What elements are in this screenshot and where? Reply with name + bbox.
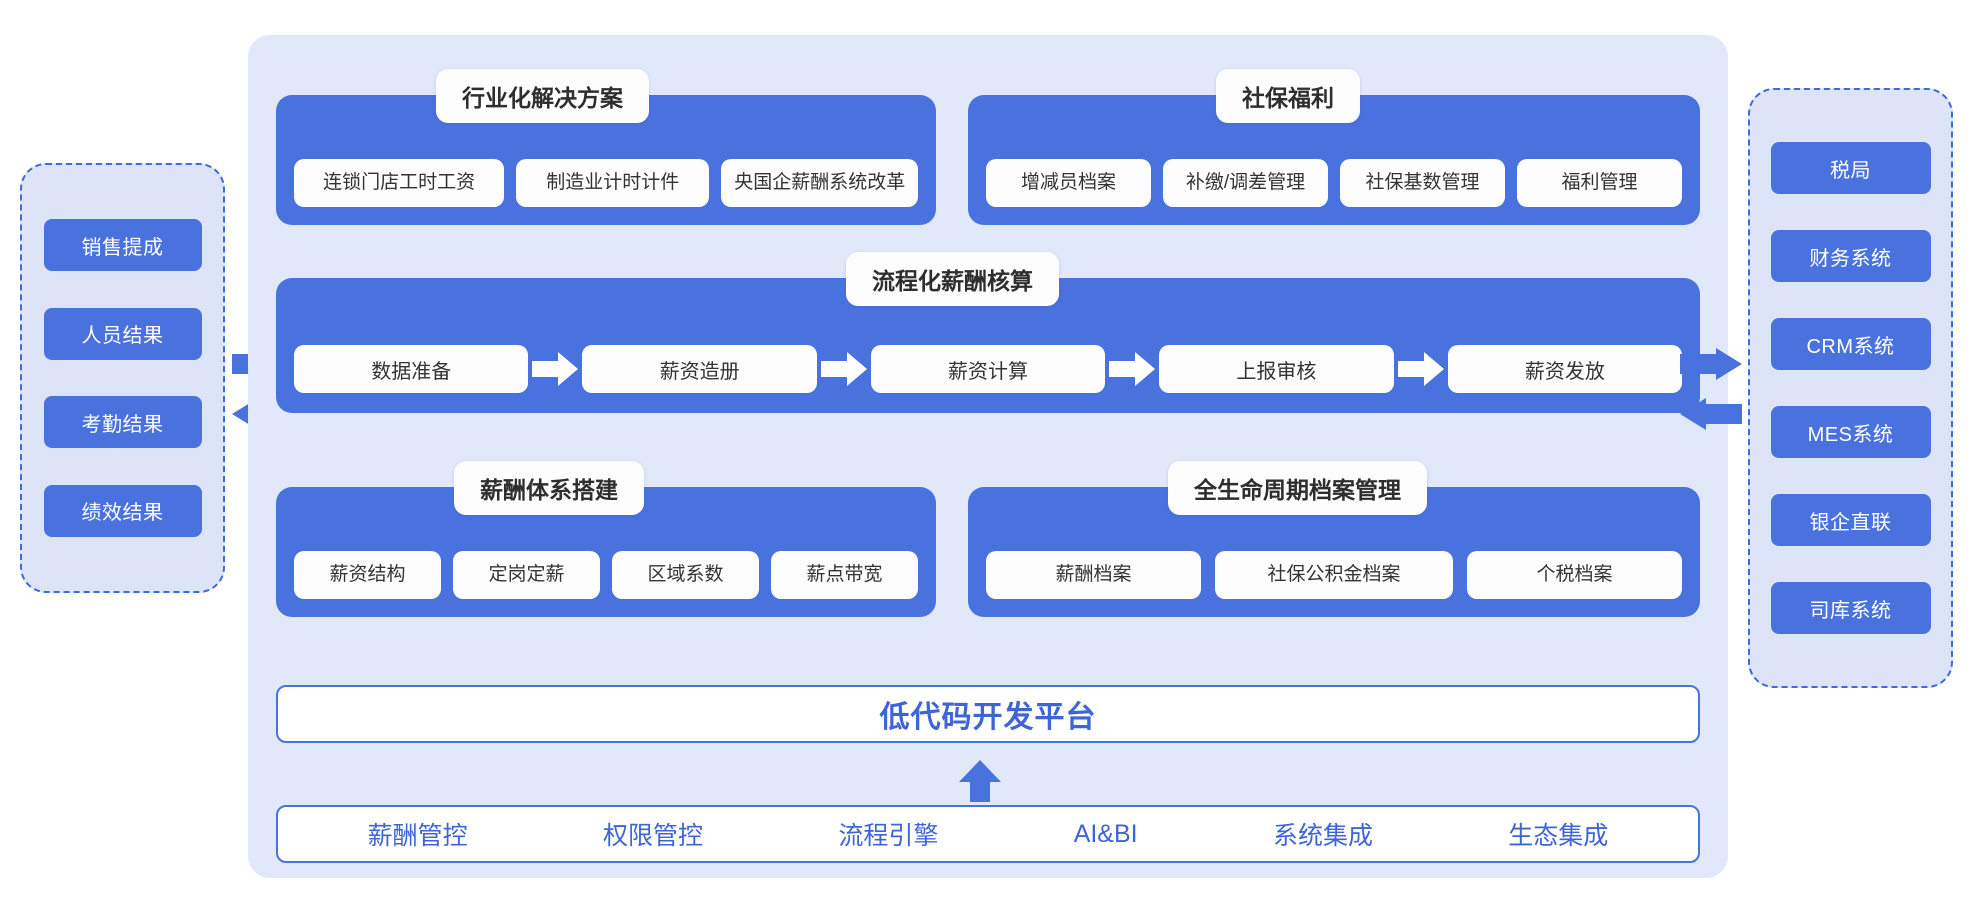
flow-step-payroll-register[interactable]: 薪资造册 (582, 345, 817, 393)
left-chip-label: 绩效结果 (81, 502, 164, 525)
flow-arrow-icon (1394, 349, 1448, 389)
low-code-platform-label: 低代码开发平台 (879, 701, 1097, 734)
flow-step-label: 数据准备 (371, 360, 452, 383)
item-label: 薪酬档案 (1055, 564, 1132, 586)
footer-item-ai-bi[interactable]: AI&BI (1074, 820, 1138, 849)
item-label: 薪点带宽 (806, 564, 883, 586)
footer-item-label: 权限管控 (603, 822, 704, 850)
item-label: 福利管理 (1561, 172, 1638, 194)
flow-step-label: 薪资发放 (1524, 360, 1605, 383)
item-label: 增减员档案 (1020, 172, 1116, 194)
footer-item-label: 薪酬管控 (367, 822, 468, 850)
right-chip-bank-direct-link[interactable]: 银企直联 (1770, 494, 1931, 546)
up-arrow-icon (957, 758, 1003, 804)
right-chip-label: 税局 (1830, 159, 1871, 182)
left-inputs-panel: 销售提成 人员结果 考勤结果 绩效结果 (20, 163, 225, 593)
flow-step-label: 薪资计算 (948, 360, 1029, 383)
flow-arrow-icon (528, 349, 582, 389)
right-integrations-panel: 税局 财务系统 CRM系统 MES系统 银企直联 司库系统 (1748, 88, 1953, 688)
lifecycle-item-si-fund-record[interactable]: 社保公积金档案 (1215, 551, 1453, 599)
left-chip-label: 销售提成 (81, 236, 164, 259)
footer-item-label: 系统集成 (1272, 822, 1373, 850)
left-chip-performance-result[interactable]: 绩效结果 (43, 484, 202, 537)
footer-item-ecosystem-integration[interactable]: 生态集成 (1508, 816, 1608, 852)
left-chip-personnel-result[interactable]: 人员结果 (43, 307, 202, 360)
flow-step-label: 薪资造册 (659, 360, 740, 383)
flow-step-label: 上报审核 (1236, 360, 1317, 383)
welfare-item-benefits[interactable]: 福利管理 (1517, 159, 1682, 207)
item-label: 定岗定薪 (488, 564, 565, 586)
item-label: 薪资结构 (329, 564, 406, 586)
item-label: 社保公积金档案 (1267, 564, 1401, 586)
left-chip-label: 考勤结果 (81, 413, 164, 436)
right-chip-label: 司库系统 (1809, 599, 1892, 622)
industry-item-soe-reform[interactable]: 央国企薪酬系统改革 (721, 159, 918, 207)
comp-item-region-coefficient[interactable]: 区域系数 (612, 551, 759, 599)
footer-item-label: 流程引擎 (838, 822, 939, 850)
low-code-platform-bar[interactable]: 低代码开发平台 (276, 685, 1700, 743)
section-lifecycle-records-title: 全生命周期档案管理 (1168, 461, 1427, 515)
industry-item-manufacturing[interactable]: 制造业计时计件 (516, 159, 710, 207)
left-chip-attendance-result[interactable]: 考勤结果 (43, 396, 202, 449)
section-social-welfare: 社保福利 增减员档案 补缴/调差管理 社保基数管理 福利管理 (968, 69, 1700, 239)
section-payroll-process: 流程化薪酬核算 数据准备 薪资造册 (276, 252, 1700, 427)
flow-step-data-prep[interactable]: 数据准备 (294, 345, 529, 393)
flow-step-report-review[interactable]: 上报审核 (1159, 345, 1394, 393)
footer-item-system-integration[interactable]: 系统集成 (1273, 816, 1373, 852)
footer-item-label: AI&BI (1073, 819, 1138, 848)
section-lifecycle-records: 全生命周期档案管理 薪酬档案 社保公积金档案 个税档案 (968, 461, 1700, 631)
right-chip-crm-system[interactable]: CRM系统 (1770, 318, 1931, 370)
flow-arrow-icon (817, 349, 871, 389)
welfare-item-si-base[interactable]: 社保基数管理 (1340, 159, 1505, 207)
section-payroll-process-title: 流程化薪酬核算 (846, 252, 1059, 306)
flow-step-payroll-payment[interactable]: 薪资发放 (1447, 345, 1683, 393)
flow-step-payroll-calc[interactable]: 薪资计算 (870, 345, 1106, 393)
footer-item-permission-control[interactable]: 权限管控 (603, 816, 703, 852)
right-chip-tax-bureau[interactable]: 税局 (1770, 142, 1931, 194)
item-label: 央国企薪酬系统改革 (734, 172, 906, 194)
welfare-item-backpay-adjust[interactable]: 补缴/调差管理 (1163, 159, 1328, 207)
right-chip-mes-system[interactable]: MES系统 (1770, 406, 1931, 458)
right-chip-label: 银企直联 (1809, 511, 1892, 534)
lifecycle-item-tax-record[interactable]: 个税档案 (1466, 551, 1683, 599)
welfare-item-employee-records[interactable]: 增减员档案 (986, 159, 1151, 207)
footer-item-process-engine[interactable]: 流程引擎 (838, 816, 938, 852)
flow-arrow-icon (1105, 349, 1159, 389)
industry-item-chain-store[interactable]: 连锁门店工时工资 (294, 159, 505, 207)
footer-item-label: 生态集成 (1508, 822, 1609, 850)
right-chip-label: CRM系统 (1806, 335, 1895, 358)
lifecycle-item-comp-record[interactable]: 薪酬档案 (986, 551, 1202, 599)
item-label: 社保基数管理 (1365, 172, 1480, 194)
section-comp-system-title: 薪酬体系搭建 (454, 461, 644, 515)
center-platform-container: 行业化解决方案 连锁门店工时工资 制造业计时计件 央国企薪酬系统改革 社保福利 … (248, 35, 1728, 878)
item-label: 区域系数 (647, 564, 724, 586)
section-comp-system: 薪酬体系搭建 薪资结构 定岗定薪 区域系数 薪点带宽 (276, 461, 936, 631)
comp-item-salary-structure[interactable]: 薪资结构 (294, 551, 441, 599)
left-chip-sales-commission[interactable]: 销售提成 (43, 219, 202, 272)
item-label: 个税档案 (1536, 564, 1613, 586)
section-industry-solutions-title: 行业化解决方案 (436, 69, 649, 123)
right-bidirectional-arrow (1676, 340, 1746, 450)
footer-item-comp-control[interactable]: 薪酬管控 (368, 816, 468, 852)
item-label: 制造业计时计件 (546, 172, 680, 194)
item-label: 补缴/调差管理 (1185, 172, 1306, 194)
item-label: 连锁门店工时工资 (323, 172, 476, 194)
capability-footer-bar: 薪酬管控 权限管控 流程引擎 AI&BI 系统集成 生态集成 (276, 805, 1700, 863)
comp-item-job-pay[interactable]: 定岗定薪 (453, 551, 600, 599)
section-social-welfare-title: 社保福利 (1216, 69, 1360, 123)
right-chip-label: 财务系统 (1809, 247, 1892, 270)
right-chip-treasury-system[interactable]: 司库系统 (1770, 582, 1931, 634)
left-chip-label: 人员结果 (81, 325, 164, 348)
right-chip-finance-system[interactable]: 财务系统 (1770, 230, 1931, 282)
section-industry-solutions: 行业化解决方案 连锁门店工时工资 制造业计时计件 央国企薪酬系统改革 (276, 69, 936, 239)
comp-item-pay-band[interactable]: 薪点带宽 (771, 551, 918, 599)
right-chip-label: MES系统 (1807, 423, 1894, 446)
